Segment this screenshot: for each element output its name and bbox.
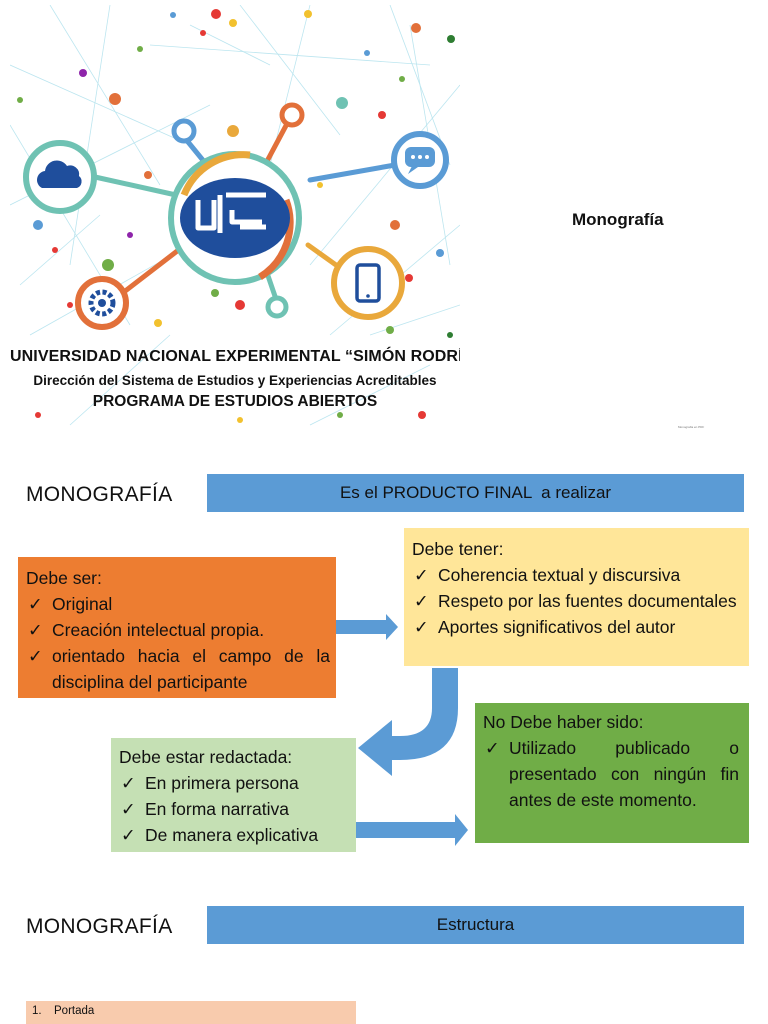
list-item-text: En forma narrativa [145, 799, 289, 819]
box-header: Debe tener: [412, 539, 504, 559]
program-name: PROGRAMA DE ESTUDIOS ABIERTOS [92, 393, 378, 410]
structure-list-item: 1. Portada [26, 1001, 356, 1024]
checkmark-icon: ✓ [414, 591, 429, 611]
definition-banner: Es el PRODUCTO FINAL a realizar [207, 474, 744, 512]
box-header: No Debe haber sido: [483, 712, 644, 732]
list-item-text: Coherencia textual y discursiva [438, 565, 681, 585]
network-dots [17, 9, 455, 423]
section-title: MONOGRAFÍA [26, 915, 173, 938]
checkmark-icon: ✓ [28, 594, 43, 614]
structure-banner-text: Estructura [436, 915, 515, 934]
list-item: ✓ Aportes significativos del autor [412, 614, 741, 640]
list-item: ✓ Coherencia textual y discursiva [412, 562, 741, 588]
satellite-node [279, 102, 305, 128]
arrow-right-icon [356, 814, 468, 846]
structure-banner: Estructura [207, 906, 744, 944]
no-debe-haber-sido-box: No Debe haber sido: ✓ Utilizado publicado… [475, 703, 749, 843]
requirement-list: ✓En primera persona ✓En forma narrativa … [119, 770, 350, 848]
chat-bubble-icon [391, 131, 449, 189]
department-name: Dirección del Sistema de Estudios y Expe… [33, 373, 437, 388]
checkmark-icon: ✓ [121, 773, 136, 793]
list-item-text: Utilizado publicado o presentado con nin… [509, 738, 739, 810]
section-title: MONOGRAFÍA [26, 483, 173, 506]
university-logo [168, 151, 302, 285]
title-slide: UNIVERSIDAD NACIONAL EXPERIMENTAL “SIMÓN… [0, 0, 768, 440]
checkmark-icon: ✓ [414, 617, 429, 637]
list-item-text: Aportes significativos del autor [438, 617, 676, 637]
university-name: UNIVERSIDAD NACIONAL EXPERIMENTAL “SIMÓN… [10, 348, 460, 365]
list-item-text: De manera explicativa [145, 825, 319, 845]
list-item-text: orientado hacia el campo de la disciplin… [52, 646, 330, 692]
checkmark-icon: ✓ [121, 799, 136, 819]
satellite-node [171, 118, 197, 144]
curved-arrow-icon [358, 668, 458, 776]
network-illustration [10, 5, 460, 426]
debe-tener-box: Debe tener: ✓ Coherencia textual y discur… [404, 528, 749, 666]
list-item: ✓ De manera explicativa [119, 822, 350, 848]
requirement-list: ✓ Utilizado publicado o presentado con ni… [483, 735, 739, 813]
gear-icon [75, 276, 129, 330]
list-item-text: Creación intelectual propia. [52, 620, 265, 640]
definition-banner-text: Es el PRODUCTO FINAL a realizar [339, 483, 612, 502]
checkmark-icon: ✓ [28, 620, 43, 640]
smartphone-icon [331, 246, 405, 320]
arrow-right-icon [336, 614, 398, 640]
list-item: ✓ orientado hacia el campo de la discipli… [26, 643, 330, 695]
debe-estar-redactada-box: Debe estar redactada: ✓ En primera person… [111, 738, 356, 852]
list-item: ✓ Original [26, 591, 330, 617]
checkmark-icon: ✓ [28, 646, 43, 666]
cloud-icon [23, 140, 97, 214]
list-item-text: Original [52, 594, 113, 614]
list-item: ✓ Utilizado publicado o presentado con ni… [483, 735, 739, 813]
requirement-list: ✓Original ✓Creación intelectual propia. … [26, 591, 330, 695]
debe-ser-box: Debe ser: ✓ Original ✓ Creación intelectua… [18, 557, 336, 698]
box-header: Debe ser: [26, 568, 102, 588]
list-item: ✓ En forma narrativa [119, 796, 350, 822]
list-item-label: Portada [54, 1005, 95, 1017]
satellite-node [265, 295, 289, 319]
slide-footnote: Monografía en PDF [678, 425, 705, 429]
list-item: ✓ Respeto por las fuentes documentales [412, 588, 741, 614]
checkmark-icon: ✓ [121, 825, 136, 845]
box-header: Debe estar redactada: [119, 747, 293, 767]
list-item-number: 1. [32, 1005, 42, 1017]
requirement-list: ✓ Coherencia textual y discursiva ✓ Respet… [412, 562, 741, 640]
slide-title: Monografía [572, 210, 664, 229]
checkmark-icon: ✓ [485, 738, 500, 758]
list-item: ✓ Creación intelectual propia. [26, 617, 330, 643]
checkmark-icon: ✓ [414, 565, 429, 585]
flow-arrows [336, 614, 468, 846]
network-logo-graphic: UNIVERSIDAD NACIONAL EXPERIMENTAL “SIMÓN… [10, 5, 460, 433]
list-item: ✓ En primera persona [119, 770, 350, 796]
list-item-text: En primera persona [145, 773, 299, 793]
list-item-text: Respeto por las fuentes documentales [438, 591, 737, 611]
